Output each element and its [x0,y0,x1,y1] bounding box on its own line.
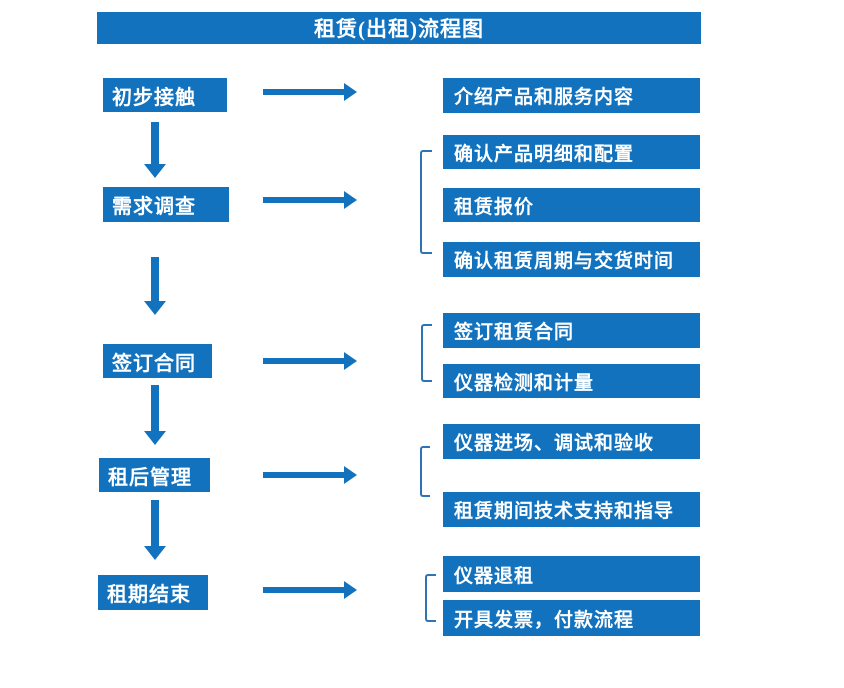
detail-box-instrument-inspection: 仪器检测和计量 [443,364,700,398]
group-bracket-icon [420,150,432,254]
group-bracket-icon [420,446,430,497]
arrow-down-icon [144,257,166,315]
step-box-rental-end: 租期结束 [98,575,208,610]
step-box-initial-contact: 初步接触 [103,78,227,112]
arrow-right-icon [263,83,357,101]
detail-box-instrument-setup-acceptance: 仪器进场、调试和验收 [443,424,700,459]
step-box-post-rental-management: 租后管理 [99,458,210,492]
arrow-down-icon [144,500,166,560]
arrow-down-icon [144,385,166,445]
detail-box-confirm-period-delivery: 确认租赁周期与交货时间 [443,242,700,277]
flowchart-title: 租赁(出租)流程图 [97,12,701,44]
detail-box-instrument-return: 仪器退租 [443,556,700,592]
detail-box-invoice-payment: 开具发票，付款流程 [443,600,700,636]
arrow-down-icon [144,122,166,178]
arrow-right-icon [263,352,357,370]
group-bracket-icon [425,574,436,622]
arrow-right-icon [263,466,357,484]
arrow-right-icon [263,191,357,209]
step-box-sign-contract: 签订合同 [103,344,212,378]
detail-box-rental-quotation: 租赁报价 [443,188,700,222]
step-box-demand-survey: 需求调查 [103,187,229,222]
arrow-right-icon [263,581,357,599]
detail-box-confirm-product-config: 确认产品明细和配置 [443,135,700,169]
detail-box-introduce-products: 介绍产品和服务内容 [443,78,700,113]
group-bracket-icon [421,324,432,382]
detail-box-technical-support: 租赁期间技术支持和指导 [443,492,700,527]
detail-box-sign-rental-contract: 签订租赁合同 [443,313,700,348]
